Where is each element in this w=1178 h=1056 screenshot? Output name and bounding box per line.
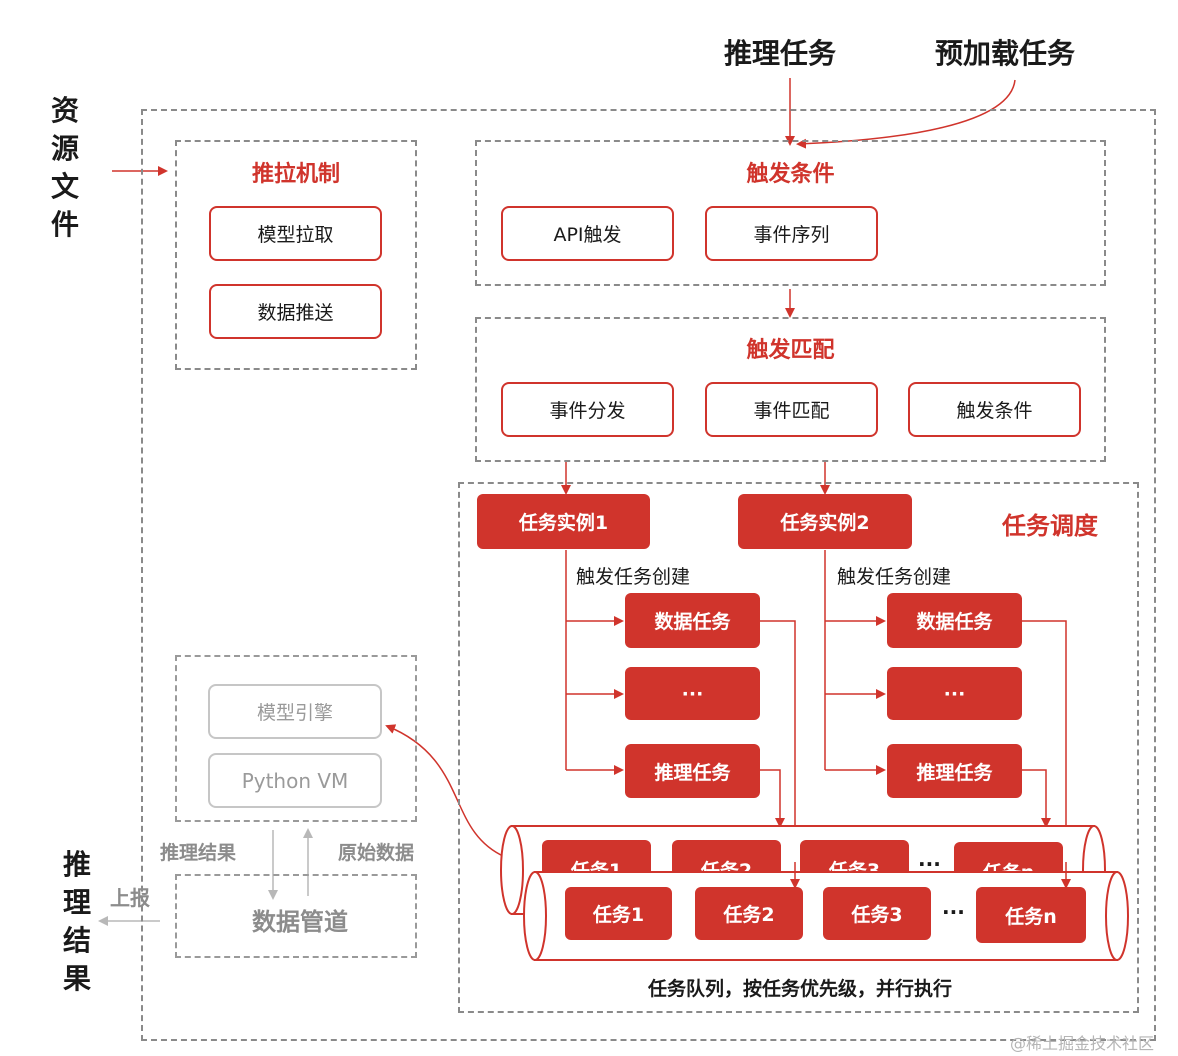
event-dispatch-box: 事件分发	[501, 382, 674, 437]
create-label-2: 触发任务创建	[837, 566, 952, 588]
event-sequence-box: 事件序列	[705, 206, 878, 261]
resource-files-label: 资 源 文 件	[50, 94, 79, 241]
model-engine-box: 模型引擎	[208, 684, 382, 739]
push-pull-panel	[175, 140, 417, 370]
queue-back-ellipsis: ···	[918, 852, 941, 876]
trigger-condition-title: 触发条件	[746, 162, 835, 187]
queue-task-3: 任务3	[823, 887, 931, 940]
queue-task-2: 任务2	[695, 887, 803, 940]
report-label: 上报	[110, 886, 150, 910]
trigger-match-panel	[475, 317, 1106, 462]
outer-frame	[141, 109, 1156, 1041]
inference-results-label: 推 理 结 果	[62, 848, 91, 995]
data-task-1: 数据任务	[625, 593, 760, 648]
event-match-box: 事件匹配	[705, 382, 878, 437]
inference-result-label: 推理结果	[160, 842, 237, 864]
queue-caption: 任务队列，按任务优先级，并行执行	[648, 978, 953, 1000]
trigger-match-title: 触发匹配	[746, 338, 835, 363]
queue-ellipsis: ···	[942, 900, 965, 924]
data-pipeline-panel	[175, 874, 417, 958]
task-scheduling-title: 任务调度	[1002, 512, 1098, 540]
task-instance-1: 任务实例1	[477, 494, 650, 549]
create-label-1: 触发任务创建	[576, 566, 691, 588]
arrow-data-to-queue-2	[1022, 620, 1071, 889]
trigger-condition-box: 触发条件	[908, 382, 1081, 437]
inference-task-1: 推理任务	[625, 744, 760, 798]
push-pull-title: 推拉机制	[251, 162, 340, 187]
data-task-2: 数据任务	[887, 593, 1022, 648]
data-pipeline-title: 数据管道	[252, 908, 348, 936]
queue-task-1: 任务1	[565, 887, 672, 940]
watermark: @稀土掘金技术社区	[1010, 1034, 1155, 1053]
model-pull-box: 模型拉取	[209, 206, 382, 261]
arrow-infer-to-queue-1	[760, 769, 785, 828]
queue-task-n: 任务n	[976, 887, 1086, 943]
trigger-condition-panel	[475, 140, 1106, 286]
ellipsis-task-1: ···	[625, 667, 760, 720]
arrow-infer-to-queue-2	[1022, 769, 1051, 828]
preload-task-input: 预加载任务	[935, 37, 1076, 70]
data-push-box: 数据推送	[209, 284, 382, 339]
ellipsis-task-2: ···	[887, 667, 1022, 720]
raw-data-label: 原始数据	[338, 842, 415, 864]
inference-task-input: 推理任务	[724, 37, 837, 70]
inference-task-2: 推理任务	[887, 744, 1022, 798]
api-trigger-box: API触发	[501, 206, 674, 261]
task-scheduling-panel	[458, 482, 1139, 1013]
task-instance-2: 任务实例2	[738, 494, 912, 549]
arrow-data-to-queue-1	[760, 620, 800, 889]
arrow-queue-to-engine	[385, 724, 506, 858]
python-vm-box: Python VM	[208, 753, 382, 808]
engine-panel	[175, 655, 417, 822]
